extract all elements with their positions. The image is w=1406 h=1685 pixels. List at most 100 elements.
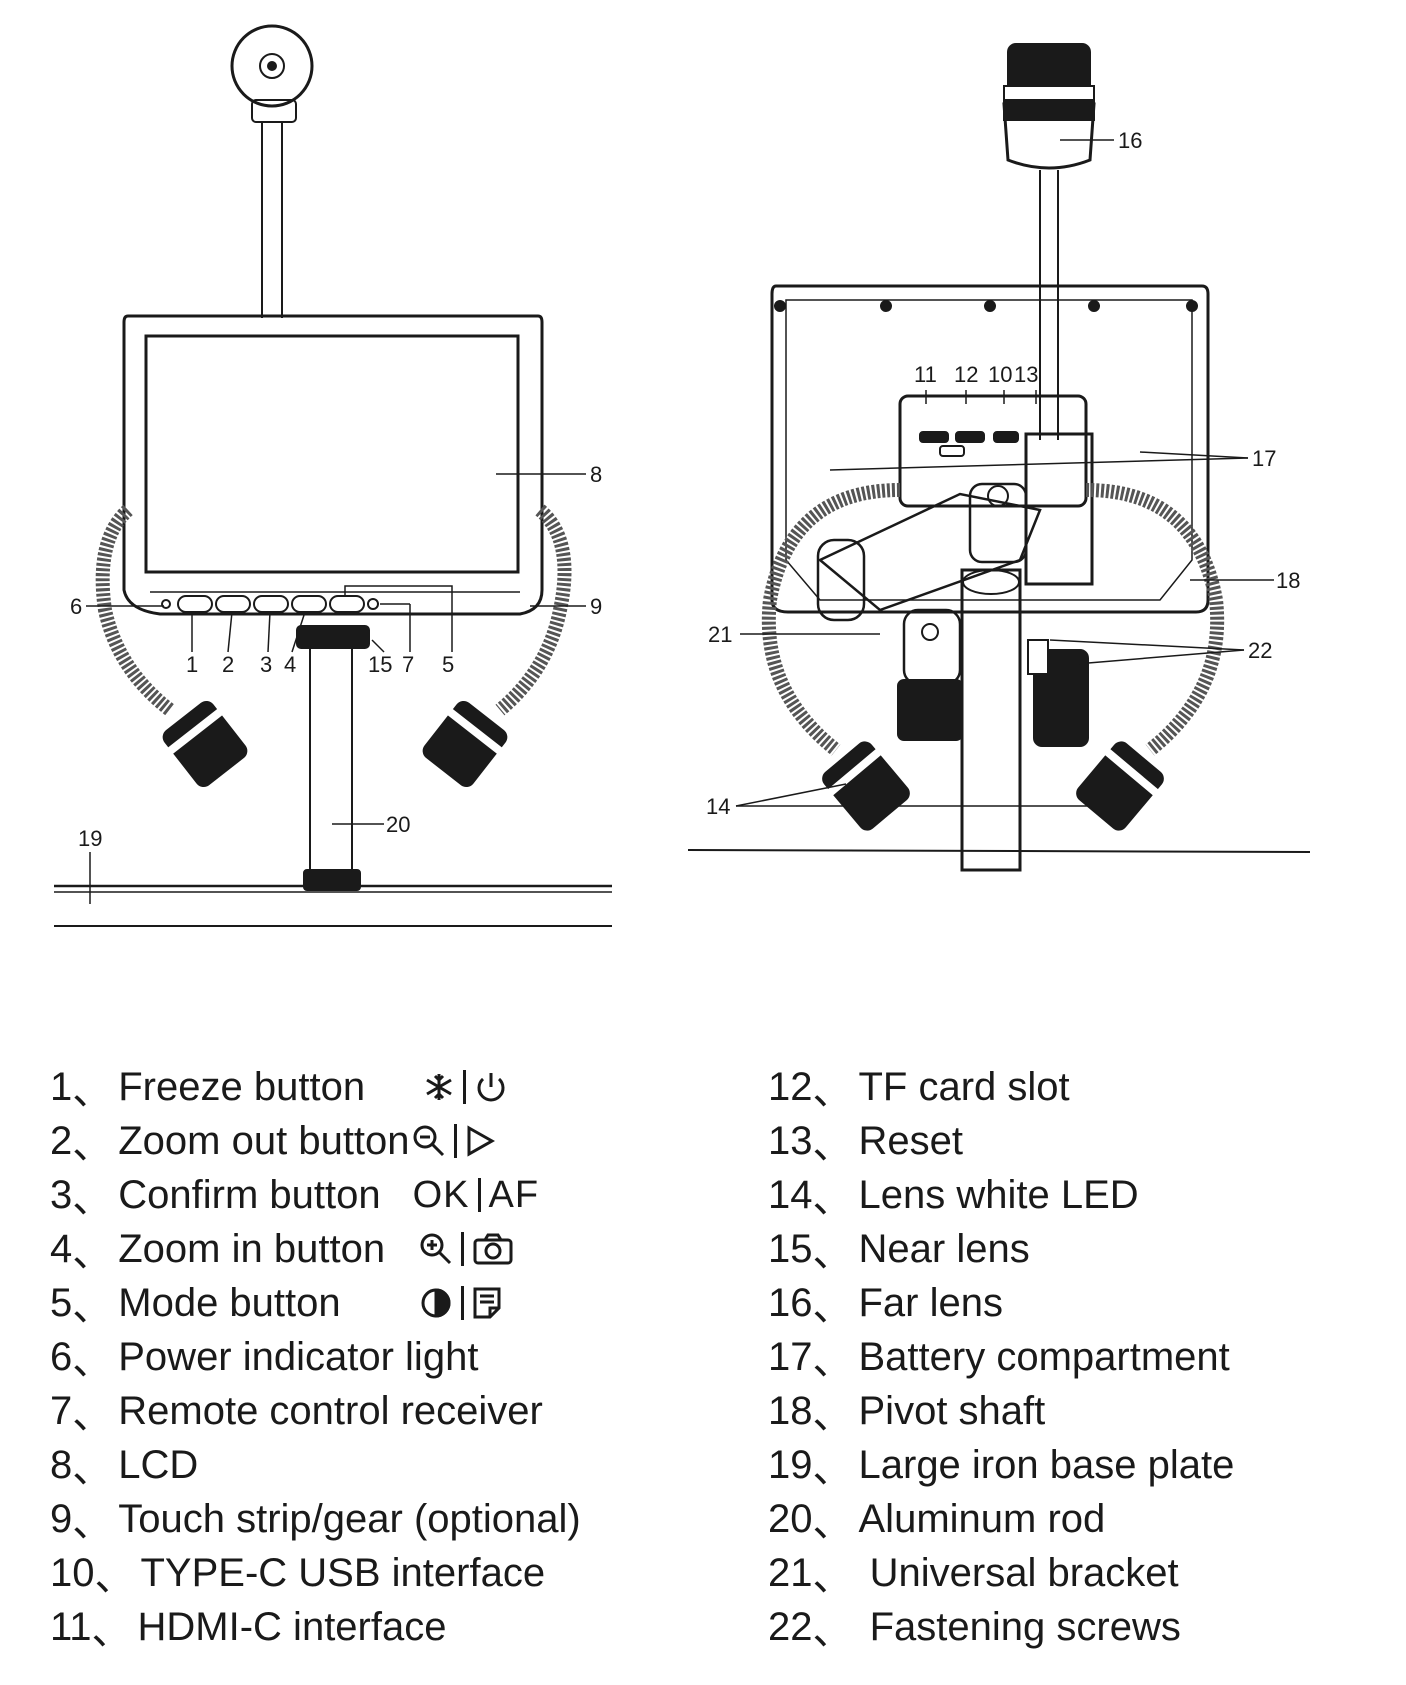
legend-separator: 、 (72, 1339, 113, 1383)
legend-item-near-lens: 15 、 Near lens (768, 1222, 1388, 1276)
legend-separator: 、 (812, 1339, 853, 1383)
legend-item-remote-receiver: 7 、 Remote control receiver (50, 1384, 750, 1438)
camera-icon (472, 1232, 514, 1266)
legend-label: Fastening screws (858, 1604, 1181, 1649)
callout-14: 14 (706, 794, 730, 819)
legend-separator: 、 (72, 1177, 113, 1221)
zoom-in-icons (419, 1232, 514, 1266)
legend-number: 1 (50, 1064, 73, 1109)
legend-separator: 、 (812, 1447, 853, 1491)
legend-item-lcd: 8 、 LCD (50, 1438, 750, 1492)
callout-2: 2 (222, 652, 234, 677)
legend-separator: 、 (72, 1447, 113, 1491)
legend-separator: 、 (72, 1069, 113, 1113)
legend-number: 10 (50, 1550, 95, 1595)
legend-item-aluminum-rod: 20 、 Aluminum rod (768, 1492, 1388, 1546)
zoom-in-icon (419, 1232, 453, 1266)
legend-item-pivot-shaft: 18 、 Pivot shaft (768, 1384, 1388, 1438)
legend-label: Freeze button (118, 1064, 366, 1109)
freeze-icons (423, 1070, 508, 1104)
legend-item-hdmi-c: 11 、 HDMI-C interface (50, 1600, 750, 1654)
legend-item-mode: 5 、 Mode button (50, 1276, 750, 1330)
callout-5: 5 (442, 652, 454, 677)
legend-label: TYPE-C USB interface (140, 1550, 546, 1595)
legend-label: Mode button (118, 1280, 341, 1325)
play-icon (465, 1125, 495, 1157)
contrast-icon (419, 1286, 453, 1320)
callout-19: 19 (78, 826, 102, 851)
callout-18: 18 (1276, 568, 1300, 593)
legend-number: 19 (768, 1442, 813, 1487)
legend-label: Pivot shaft (858, 1388, 1046, 1433)
callout-10: 10 (988, 362, 1012, 387)
legend-left: 1 、 Freeze button 2 、 Zoom out button (50, 1060, 750, 1654)
legend-separator: 、 (72, 1501, 113, 1545)
legend-number: 2 (50, 1118, 73, 1163)
legend-separator: 、 (72, 1393, 113, 1437)
legend-number: 11 (50, 1604, 92, 1649)
legend-number: 17 (768, 1334, 813, 1379)
callout-9: 9 (590, 594, 602, 619)
callout-3: 3 (260, 652, 272, 677)
legend-label: Remote control receiver (118, 1388, 543, 1433)
legend-number: 4 (50, 1226, 73, 1271)
af-text: AF (488, 1173, 540, 1216)
legend-label: Large iron base plate (858, 1442, 1235, 1487)
legend-number: 5 (50, 1280, 73, 1325)
zoom-out-icon (412, 1124, 446, 1158)
legend-item-type-c: 10 、 TYPE-C USB interface (50, 1546, 750, 1600)
legend-label: HDMI-C interface (137, 1604, 447, 1649)
legend-number: 14 (768, 1172, 813, 1217)
callout-15: 15 (368, 652, 392, 677)
legend-item-confirm: 3 、 Confirm button OK AF (50, 1168, 750, 1222)
ok-text: OK (412, 1173, 470, 1216)
legend-right: 12 、 TF card slot 13 、 Reset 14 、 Lens w… (768, 1060, 1388, 1654)
legend-label: Power indicator light (118, 1334, 479, 1379)
legend-item-lens-led: 14 、 Lens white LED (768, 1168, 1388, 1222)
legend-label: Far lens (858, 1280, 1004, 1325)
power-icon (474, 1070, 508, 1104)
legend-item-base-plate: 19 、 Large iron base plate (768, 1438, 1388, 1492)
legend-number: 6 (50, 1334, 73, 1379)
callout-17: 17 (1252, 446, 1276, 471)
legend-item-fastening-screws: 22 、 Fastening screws (768, 1600, 1388, 1654)
legend-separator: 、 (812, 1393, 853, 1437)
legend-label: Touch strip/gear (optional) (118, 1496, 581, 1541)
legend-separator: 、 (91, 1609, 132, 1653)
legend-label: Near lens (858, 1226, 1030, 1271)
callout-8: 8 (590, 462, 602, 487)
callout-16: 16 (1118, 128, 1142, 153)
legend-separator: 、 (812, 1177, 853, 1221)
legend-label: Confirm button (118, 1172, 381, 1217)
legend-separator: 、 (812, 1069, 853, 1113)
legend-item-freeze: 1 、 Freeze button (50, 1060, 750, 1114)
legend-label: LCD (118, 1442, 199, 1487)
legend-number: 3 (50, 1172, 73, 1217)
legend-item-battery: 17 、 Battery compartment (768, 1330, 1388, 1384)
legend-item-far-lens: 16 、 Far lens (768, 1276, 1388, 1330)
note-icon (472, 1286, 502, 1320)
legend-label: Zoom in button (118, 1226, 386, 1271)
legend-separator: 、 (812, 1555, 853, 1599)
legend-label: Aluminum rod (858, 1496, 1106, 1541)
callout-7: 7 (402, 652, 414, 677)
legend-separator: 、 (72, 1285, 113, 1329)
legend-separator: 、 (812, 1285, 853, 1329)
callout-21: 21 (708, 622, 732, 647)
callout-12: 12 (954, 362, 978, 387)
legend-number: 15 (768, 1226, 813, 1271)
legend-item-zoom-out: 2 、 Zoom out button (50, 1114, 750, 1168)
legend-label: Universal bracket (858, 1550, 1179, 1595)
legend-number: 13 (768, 1118, 813, 1163)
callout-22: 22 (1248, 638, 1272, 663)
callout-6: 6 (70, 594, 82, 619)
legend-item-universal-bracket: 21 、 Universal bracket (768, 1546, 1388, 1600)
back-view (687, 43, 1311, 872)
legend-separator: 、 (812, 1609, 853, 1653)
callout-11: 11 (914, 362, 937, 387)
legend-item-tf-card: 12 、 TF card slot (768, 1060, 1388, 1114)
legend-label: TF card slot (858, 1064, 1070, 1109)
legend-separator: 、 (812, 1501, 853, 1545)
callout-1: 1 (186, 652, 198, 677)
callout-4: 4 (284, 652, 296, 677)
